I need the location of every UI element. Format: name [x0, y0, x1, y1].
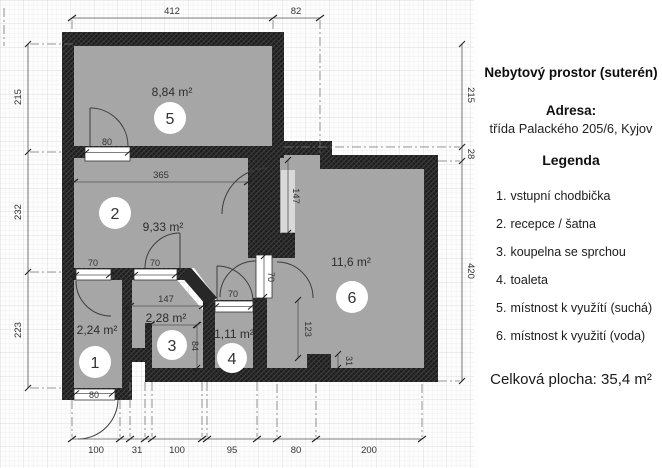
- room-5-badge: [154, 102, 186, 134]
- room-6-number: 6: [348, 290, 357, 307]
- diagonal-wall: [181, 267, 217, 307]
- legend-item-2-label: recepce / šatna: [510, 217, 596, 231]
- room-2-badge: [99, 197, 131, 229]
- legend-item-2: 2.recepce / šatna: [496, 217, 660, 245]
- legend-item-5-number: 5.: [496, 301, 507, 315]
- room-5-number: 5: [166, 111, 175, 128]
- room-4-area-label: 1,11 m²: [214, 327, 254, 341]
- legend-item-3: 3.koupelna se sprchou: [496, 245, 660, 273]
- dim-left-232: 232: [13, 204, 24, 220]
- address-label: Adresa:: [545, 103, 597, 118]
- dim-top-82: 82: [291, 6, 302, 17]
- legend-item-3-label: koupelna se sprchou: [510, 245, 626, 259]
- dim-bottom-100b: 100: [169, 445, 185, 456]
- dimension-lines: [27, 17, 463, 440]
- legend-item-2-number: 2.: [496, 217, 507, 231]
- page-title: Nebytový prostor (suterén): [484, 65, 658, 80]
- room-4-badge: [217, 343, 247, 373]
- door-arc-room2-upper: [221, 167, 269, 215]
- legend-item-1-number: 1.: [496, 189, 507, 203]
- room-6-floor: [267, 155, 424, 368]
- dim-bottom-80: 80: [291, 445, 302, 456]
- room-3-area-label: 2,28 m²: [146, 311, 187, 325]
- room-2-number: 2: [111, 206, 120, 223]
- legend-item-4-number: 4.: [496, 273, 507, 287]
- dim-84: 84: [190, 341, 200, 351]
- legend-item-4-label: toaleta: [510, 273, 548, 287]
- legend-item-5: 5.místnost k využítí (suchá): [496, 301, 660, 329]
- room-3-badge: [157, 330, 187, 360]
- dim-door4-70: 70: [228, 289, 238, 299]
- legend-item-1: 1.vstupní chodbička: [496, 189, 660, 217]
- dim-bottom-31: 31: [132, 445, 143, 456]
- dim-door3-70: 70: [150, 258, 160, 268]
- dim-123: 123: [302, 321, 313, 337]
- door-room5: [84, 107, 131, 162]
- legend-item-4: 4.toaleta: [496, 273, 660, 301]
- room-1-area-label: 2,24 m²: [77, 323, 118, 337]
- dim-right-28: 28: [465, 149, 476, 160]
- dim-bottom-100a: 100: [88, 445, 104, 456]
- dim-top-412: 412: [164, 6, 180, 17]
- dim-left-223: 223: [13, 322, 24, 338]
- dim-right-215: 215: [465, 87, 476, 103]
- dim-31-step: 31: [344, 356, 354, 366]
- dim-right-420: 420: [465, 263, 476, 279]
- dim-entrance-80: 80: [89, 390, 99, 400]
- dim-door1-70: 70: [88, 258, 98, 268]
- legend-item-5-label: místnost k využítí (suchá): [510, 301, 653, 315]
- room-1-badge: [79, 346, 111, 378]
- dim-147-niche: 147: [290, 188, 301, 204]
- dim-bottom-200: 200: [361, 445, 377, 456]
- dim-365: 365: [153, 170, 169, 181]
- legend-item-3-number: 3.: [496, 245, 507, 259]
- room-labels: 8,84 m² 5 2 9,33 m² 2,24 m² 1 2,28 m² 3 …: [77, 85, 371, 378]
- dimension-labels: 412 82 215 232 223 215 28 420 100 31 100…: [13, 6, 476, 456]
- room-4-number: 4: [228, 351, 237, 368]
- room-3-number: 3: [168, 338, 177, 355]
- room-6-badge: [336, 281, 368, 313]
- door-room3: [133, 232, 181, 281]
- dim-door5-80: 80: [102, 137, 112, 147]
- construction-lines: [3, 8, 460, 437]
- dimension-ticks: [24, 14, 466, 443]
- room-6-area-label: 11,6 m²: [331, 255, 371, 269]
- info-panel: Nebytový prostor (suterén) Adresa: třída…: [482, 0, 660, 468]
- dim-147-room3: 147: [158, 294, 174, 305]
- legend-item-6: 6.místnost k využití (voda): [496, 329, 660, 357]
- legend-item-6-number: 6.: [496, 329, 507, 343]
- dim-door6-70: 70: [266, 272, 276, 282]
- dim-bottom-95: 95: [227, 445, 238, 456]
- room-1-number: 1: [91, 355, 100, 372]
- total-area: Celková plocha: 35,4 m²: [490, 371, 652, 388]
- floor-plan-drawing: 412 82 215 232 223 215 28 420 100 31 100…: [0, 0, 478, 468]
- address-value: třída Palackého 205/6, Kyjov: [489, 121, 653, 136]
- legend-heading: Legenda: [542, 152, 600, 168]
- room-5-area-label: 8,84 m²: [152, 85, 193, 99]
- dim-left-215: 215: [13, 89, 24, 105]
- legend-list: 1.vstupní chodbička 2.recepce / šatna 3.…: [496, 189, 660, 357]
- legend-item-1-label: vstupní chodbička: [510, 189, 611, 203]
- room-2-area-label: 9,33 m²: [143, 220, 184, 234]
- legend-item-6-label: místnost k využití (voda): [510, 329, 646, 343]
